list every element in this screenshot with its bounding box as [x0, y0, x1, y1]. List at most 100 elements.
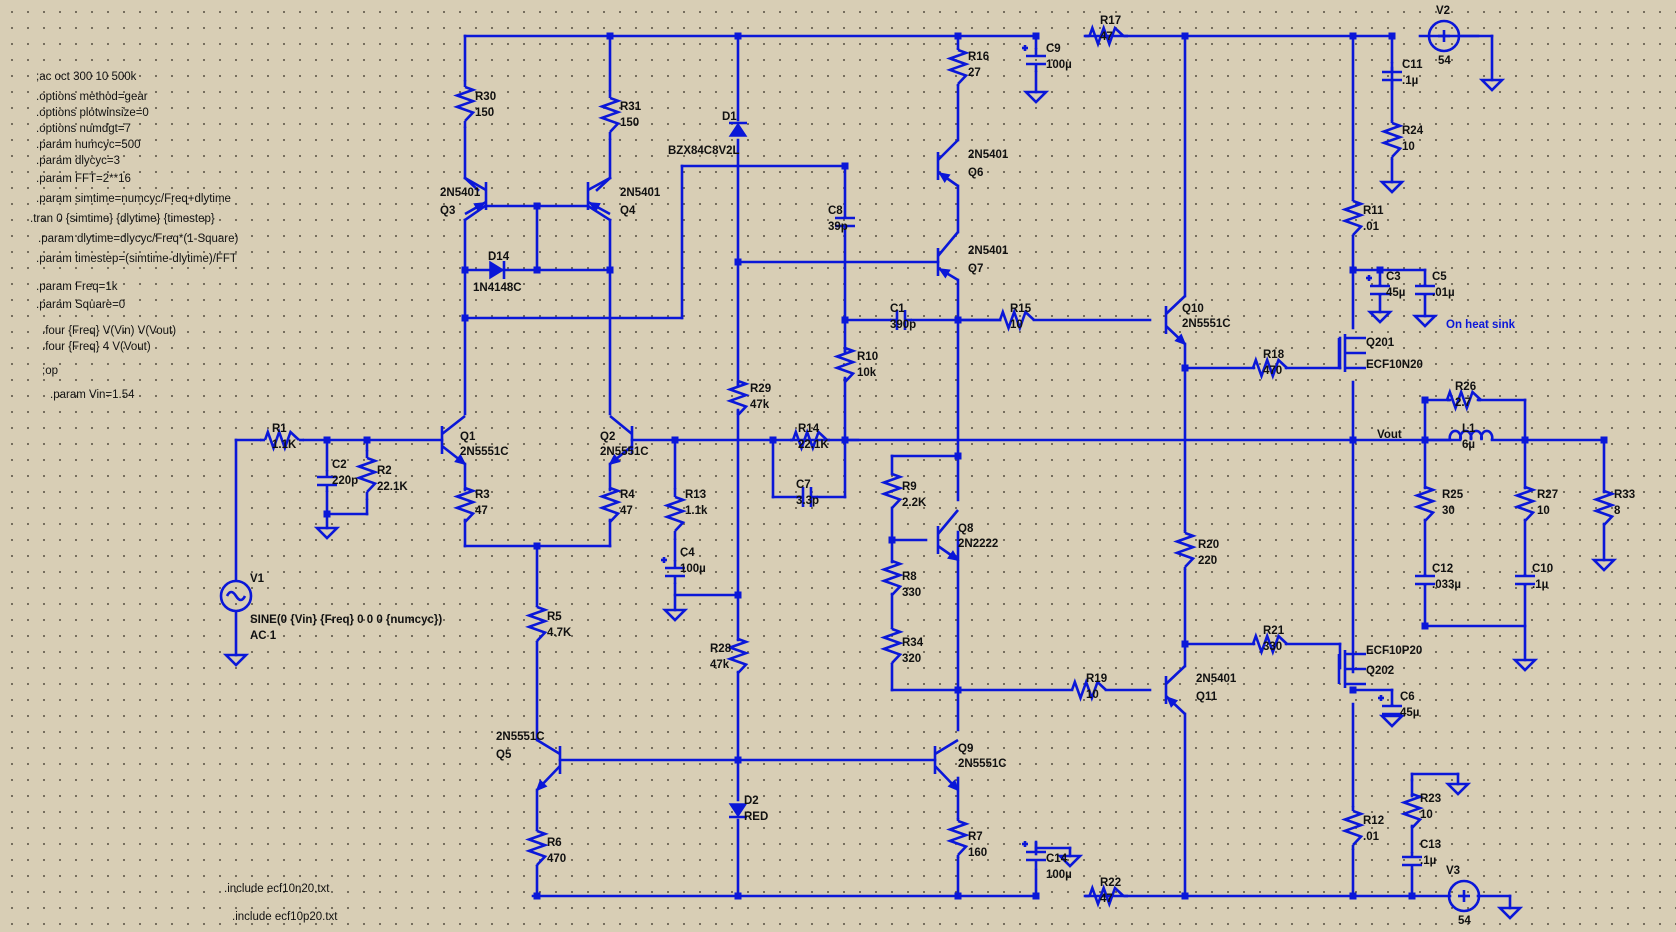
voltage-source-v3[interactable]: [1447, 879, 1481, 913]
resistor-r16[interactable]: [946, 48, 970, 86]
resistor-r1[interactable]: [260, 428, 304, 452]
resistor-r10[interactable]: [833, 346, 857, 383]
resistor-r11[interactable]: [1341, 199, 1365, 236]
ground-symbol[interactable]: [1590, 558, 1618, 572]
capacitor-c7[interactable]: [796, 487, 818, 507]
capacitor-c1[interactable]: [890, 310, 912, 330]
resistor-r25[interactable]: [1413, 485, 1437, 522]
resistor-r21[interactable]: [1251, 632, 1288, 656]
ground-symbol[interactable]: [661, 608, 689, 622]
mosfet-q201[interactable]: [1337, 334, 1366, 372]
capacitor-c3[interactable]: [1366, 275, 1390, 296]
resistor-r13[interactable]: [663, 488, 687, 540]
q7-name-label: Q7: [968, 263, 983, 275]
mosfet-q202[interactable]: [1337, 650, 1366, 688]
capacitor-c6[interactable]: [1378, 695, 1402, 716]
resistor-r12[interactable]: [1341, 806, 1365, 850]
resistor-r29[interactable]: [726, 379, 750, 416]
resistor-r5[interactable]: [525, 605, 549, 642]
q11-name-label: Q11: [1196, 691, 1218, 703]
capacitor-c14[interactable]: [1022, 841, 1046, 870]
resistor-r22[interactable]: [1085, 884, 1128, 908]
c5-name-label: C5: [1432, 271, 1447, 283]
ground-symbol[interactable]: [1444, 782, 1472, 796]
ground-symbol[interactable]: [222, 653, 250, 667]
resistor-r19[interactable]: [1070, 678, 1107, 702]
resistor-r2[interactable]: [355, 450, 379, 500]
transistor-q7[interactable]: [936, 231, 959, 282]
capacitor-c12[interactable]: [1415, 574, 1435, 586]
transistor-q6[interactable]: [936, 139, 959, 188]
spice-directive: .param numcyc=500: [36, 139, 141, 151]
ground-symbol[interactable]: [1478, 78, 1506, 92]
d2-name-label: D2: [744, 795, 759, 807]
ground-symbol[interactable]: [1511, 658, 1539, 672]
ground-symbol[interactable]: [1056, 854, 1084, 868]
transistor-q8[interactable]: [936, 509, 960, 562]
capacitor-c4[interactable]: [661, 557, 685, 584]
resistor-r20[interactable]: [1173, 530, 1197, 570]
resistor-r33[interactable]: [1592, 489, 1616, 526]
q10-model-label: 2N5551C: [1182, 318, 1231, 330]
ground-symbol[interactable]: [313, 526, 341, 540]
ground-symbol[interactable]: [1022, 90, 1050, 104]
junction-dot: [954, 452, 962, 460]
resistor-r14[interactable]: [790, 428, 830, 452]
capacitor-c5[interactable]: [1415, 284, 1435, 296]
r12-name-label: R12: [1363, 815, 1384, 827]
voltage-source-symbols[interactable]: [225, 30, 1470, 902]
ground-symbol[interactable]: [1378, 180, 1406, 194]
resistor-r24[interactable]: [1380, 120, 1404, 160]
r21-name-label: R21: [1263, 625, 1285, 637]
transistor-q2[interactable]: [608, 414, 634, 466]
resistor-r9[interactable]: [880, 472, 904, 509]
capacitor-c9[interactable]: [1022, 45, 1046, 72]
resistor-r27[interactable]: [1513, 485, 1537, 522]
ground-symbol[interactable]: [1411, 314, 1439, 328]
capacitor-c2[interactable]: [317, 470, 337, 492]
resistor-r7[interactable]: [946, 818, 970, 858]
r29-name-label: R29: [750, 383, 771, 395]
resistor-r17[interactable]: [1085, 24, 1128, 48]
q6-model-label: 2N5401: [968, 149, 1009, 161]
ground-symbol[interactable]: [1496, 906, 1524, 920]
transistor-q3[interactable]: [464, 176, 488, 216]
resistor-r31[interactable]: [598, 90, 622, 140]
resistor-r30[interactable]: [453, 80, 477, 128]
resistor-r26[interactable]: [1445, 388, 1482, 412]
transistor-q5[interactable]: [535, 738, 562, 792]
junction-dot: [606, 32, 614, 40]
resistor-r15[interactable]: [998, 308, 1035, 332]
diode-d1[interactable]: [728, 121, 748, 137]
voltage-source-v2[interactable]: [1427, 19, 1461, 53]
capacitor-c8[interactable]: [835, 216, 855, 228]
inductor-l1[interactable]: [1448, 429, 1494, 441]
ground-symbol[interactable]: [1378, 714, 1406, 728]
c6-value-label: 45µ: [1400, 707, 1419, 719]
transistor-q11[interactable]: [1164, 665, 1186, 715]
resistor-r18[interactable]: [1251, 356, 1288, 380]
transistor-q4[interactable]: [586, 176, 611, 216]
resistor-r8[interactable]: [880, 559, 904, 596]
c7-value-label: 3.3p: [796, 495, 819, 507]
capacitor-c11[interactable]: [1382, 62, 1402, 90]
resistor-r28[interactable]: [726, 637, 750, 674]
ground-symbol[interactable]: [1366, 310, 1394, 324]
resistor-r4[interactable]: [598, 486, 622, 523]
l1-value-label: 6µ: [1462, 439, 1475, 451]
c14-name-label: C14: [1046, 853, 1068, 865]
diode-d2[interactable]: [728, 803, 748, 819]
capacitor-c10[interactable]: [1515, 574, 1535, 586]
transistor-q10[interactable]: [1164, 295, 1187, 346]
transistor-q1[interactable]: [440, 414, 467, 466]
voltage-source-v1[interactable]: [219, 579, 253, 613]
resistor-r34[interactable]: [880, 627, 904, 664]
diode-d14[interactable]: [489, 260, 506, 280]
capacitor-c13[interactable]: [1402, 852, 1422, 870]
resistor-r23[interactable]: [1400, 792, 1424, 829]
resistor-r6[interactable]: [525, 829, 549, 866]
transistor-q9[interactable]: [933, 738, 960, 792]
junction-dot: [671, 436, 679, 444]
resistor-r3[interactable]: [453, 486, 477, 523]
